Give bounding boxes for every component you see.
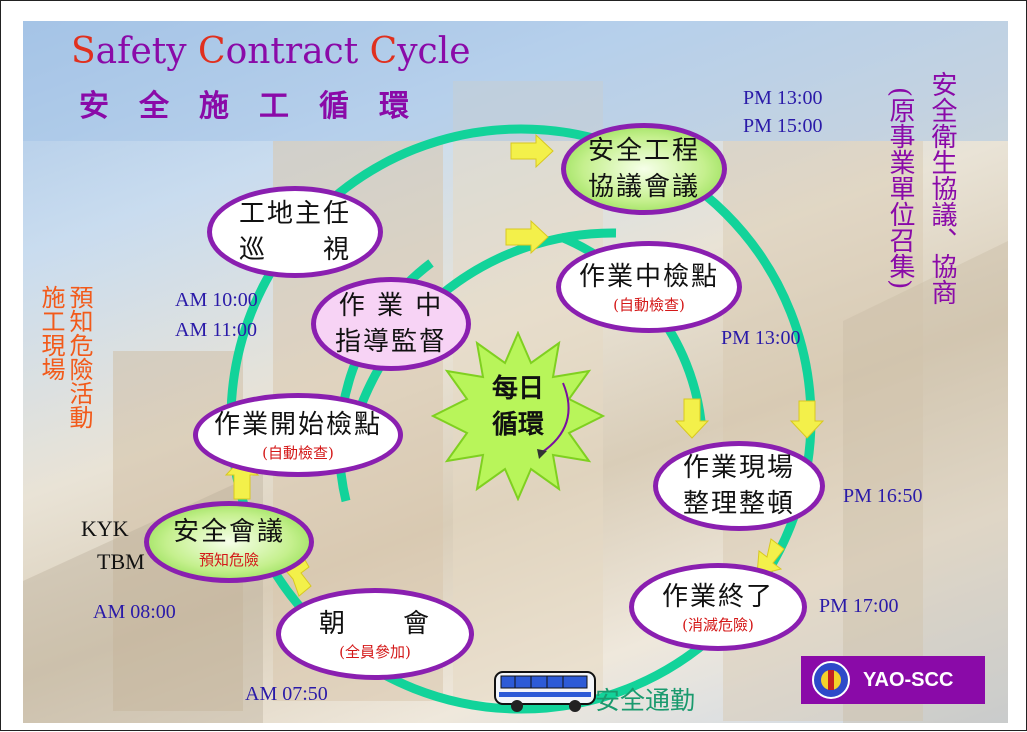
step-line: 朝 會 bbox=[318, 609, 431, 639]
right-vertical-col1: 安全衛生協議、協商 bbox=[927, 71, 957, 305]
step-line: 巡 視 bbox=[238, 235, 351, 265]
step-line: 協議會議 bbox=[587, 172, 700, 202]
left-vertical-col2: 施工現場 bbox=[37, 285, 65, 381]
step-line: 作業終了 bbox=[661, 582, 774, 612]
step-line: 作業現場 bbox=[682, 453, 795, 483]
logo-text: YAO-SCC bbox=[863, 668, 954, 691]
step-line: 作業中檢點 bbox=[578, 262, 719, 292]
title-word: ycle bbox=[397, 31, 471, 72]
time-label: AM 10:00 bbox=[175, 289, 258, 311]
time-label: AM 08:00 bbox=[93, 601, 176, 623]
star-burst-icon bbox=[431, 331, 606, 501]
step-line: 作業開始檢點 bbox=[213, 410, 382, 440]
right-vertical-col2: (原事業單位召集) bbox=[885, 87, 915, 290]
tbm-label: TBM bbox=[97, 549, 145, 574]
step-sub: (自動檢查) bbox=[613, 296, 685, 314]
step-line: 安全工程 bbox=[587, 136, 700, 166]
step-site-tidy: 作業現場 整理整頓 bbox=[653, 441, 825, 531]
step-site-director: 工地主任 巡 視 bbox=[207, 186, 383, 278]
time-label: AM 11:00 bbox=[175, 319, 258, 341]
logo-badge: YAO-SCC bbox=[801, 656, 985, 704]
center-line2: 循環 bbox=[491, 410, 544, 440]
kyk-label: KYK bbox=[81, 516, 129, 541]
time-label: AM 07:50 bbox=[245, 683, 328, 705]
time-label: PM 13:00 bbox=[721, 327, 801, 349]
title-letter: C bbox=[369, 31, 398, 72]
time-label: PM 13:00 bbox=[743, 87, 823, 109]
step-work-start-check: 作業開始檢點 (自動檢查) bbox=[193, 393, 403, 477]
step-sub: (自動檢查) bbox=[262, 444, 334, 462]
title-letter: C bbox=[198, 31, 226, 72]
center-line1: 每日 bbox=[491, 374, 544, 404]
step-line: 指導監督 bbox=[334, 327, 447, 357]
step-safety-council: 安全工程 協議會議 bbox=[561, 123, 727, 215]
step-line: 作 業 中 bbox=[338, 291, 444, 321]
step-line: 整理整頓 bbox=[682, 489, 795, 519]
step-in-work-check: 作業中檢點 (自動檢查) bbox=[556, 241, 742, 333]
step-safety-meeting: 安全會議 預知危險 bbox=[144, 501, 314, 583]
title-letter: S bbox=[71, 31, 96, 72]
step-supervision: 作 業 中 指導監督 bbox=[311, 277, 471, 371]
step-sub: (消滅危險) bbox=[682, 616, 754, 634]
time-label: PM 16:50 bbox=[843, 485, 923, 507]
commute-label: 安全通勤 bbox=[595, 686, 696, 715]
title-english: Safety Contract Cycle bbox=[71, 31, 471, 72]
title-word: afety bbox=[95, 31, 199, 72]
left-vertical-col1: 預知危險活動 bbox=[65, 285, 93, 429]
title-chinese: 安 全 施 工 循 環 bbox=[79, 89, 409, 124]
step-line: 安全會議 bbox=[172, 517, 285, 547]
bus-icon bbox=[494, 671, 596, 712]
step-morning-meeting: 朝 會 (全員參加) bbox=[276, 588, 474, 680]
step-sub: 預知危險 bbox=[198, 551, 259, 569]
step-work-end: 作業終了 (消滅危險) bbox=[629, 563, 807, 651]
center-label: 每日 循環 bbox=[473, 371, 563, 443]
time-label: PM 15:00 bbox=[743, 115, 823, 137]
time-label: PM 17:00 bbox=[819, 595, 899, 617]
step-sub: (全員參加) bbox=[339, 643, 411, 661]
step-line: 工地主任 bbox=[238, 199, 351, 229]
title-word: ontract bbox=[225, 31, 370, 72]
logo-emblem-icon bbox=[812, 661, 850, 699]
background-picture bbox=[23, 21, 1008, 723]
